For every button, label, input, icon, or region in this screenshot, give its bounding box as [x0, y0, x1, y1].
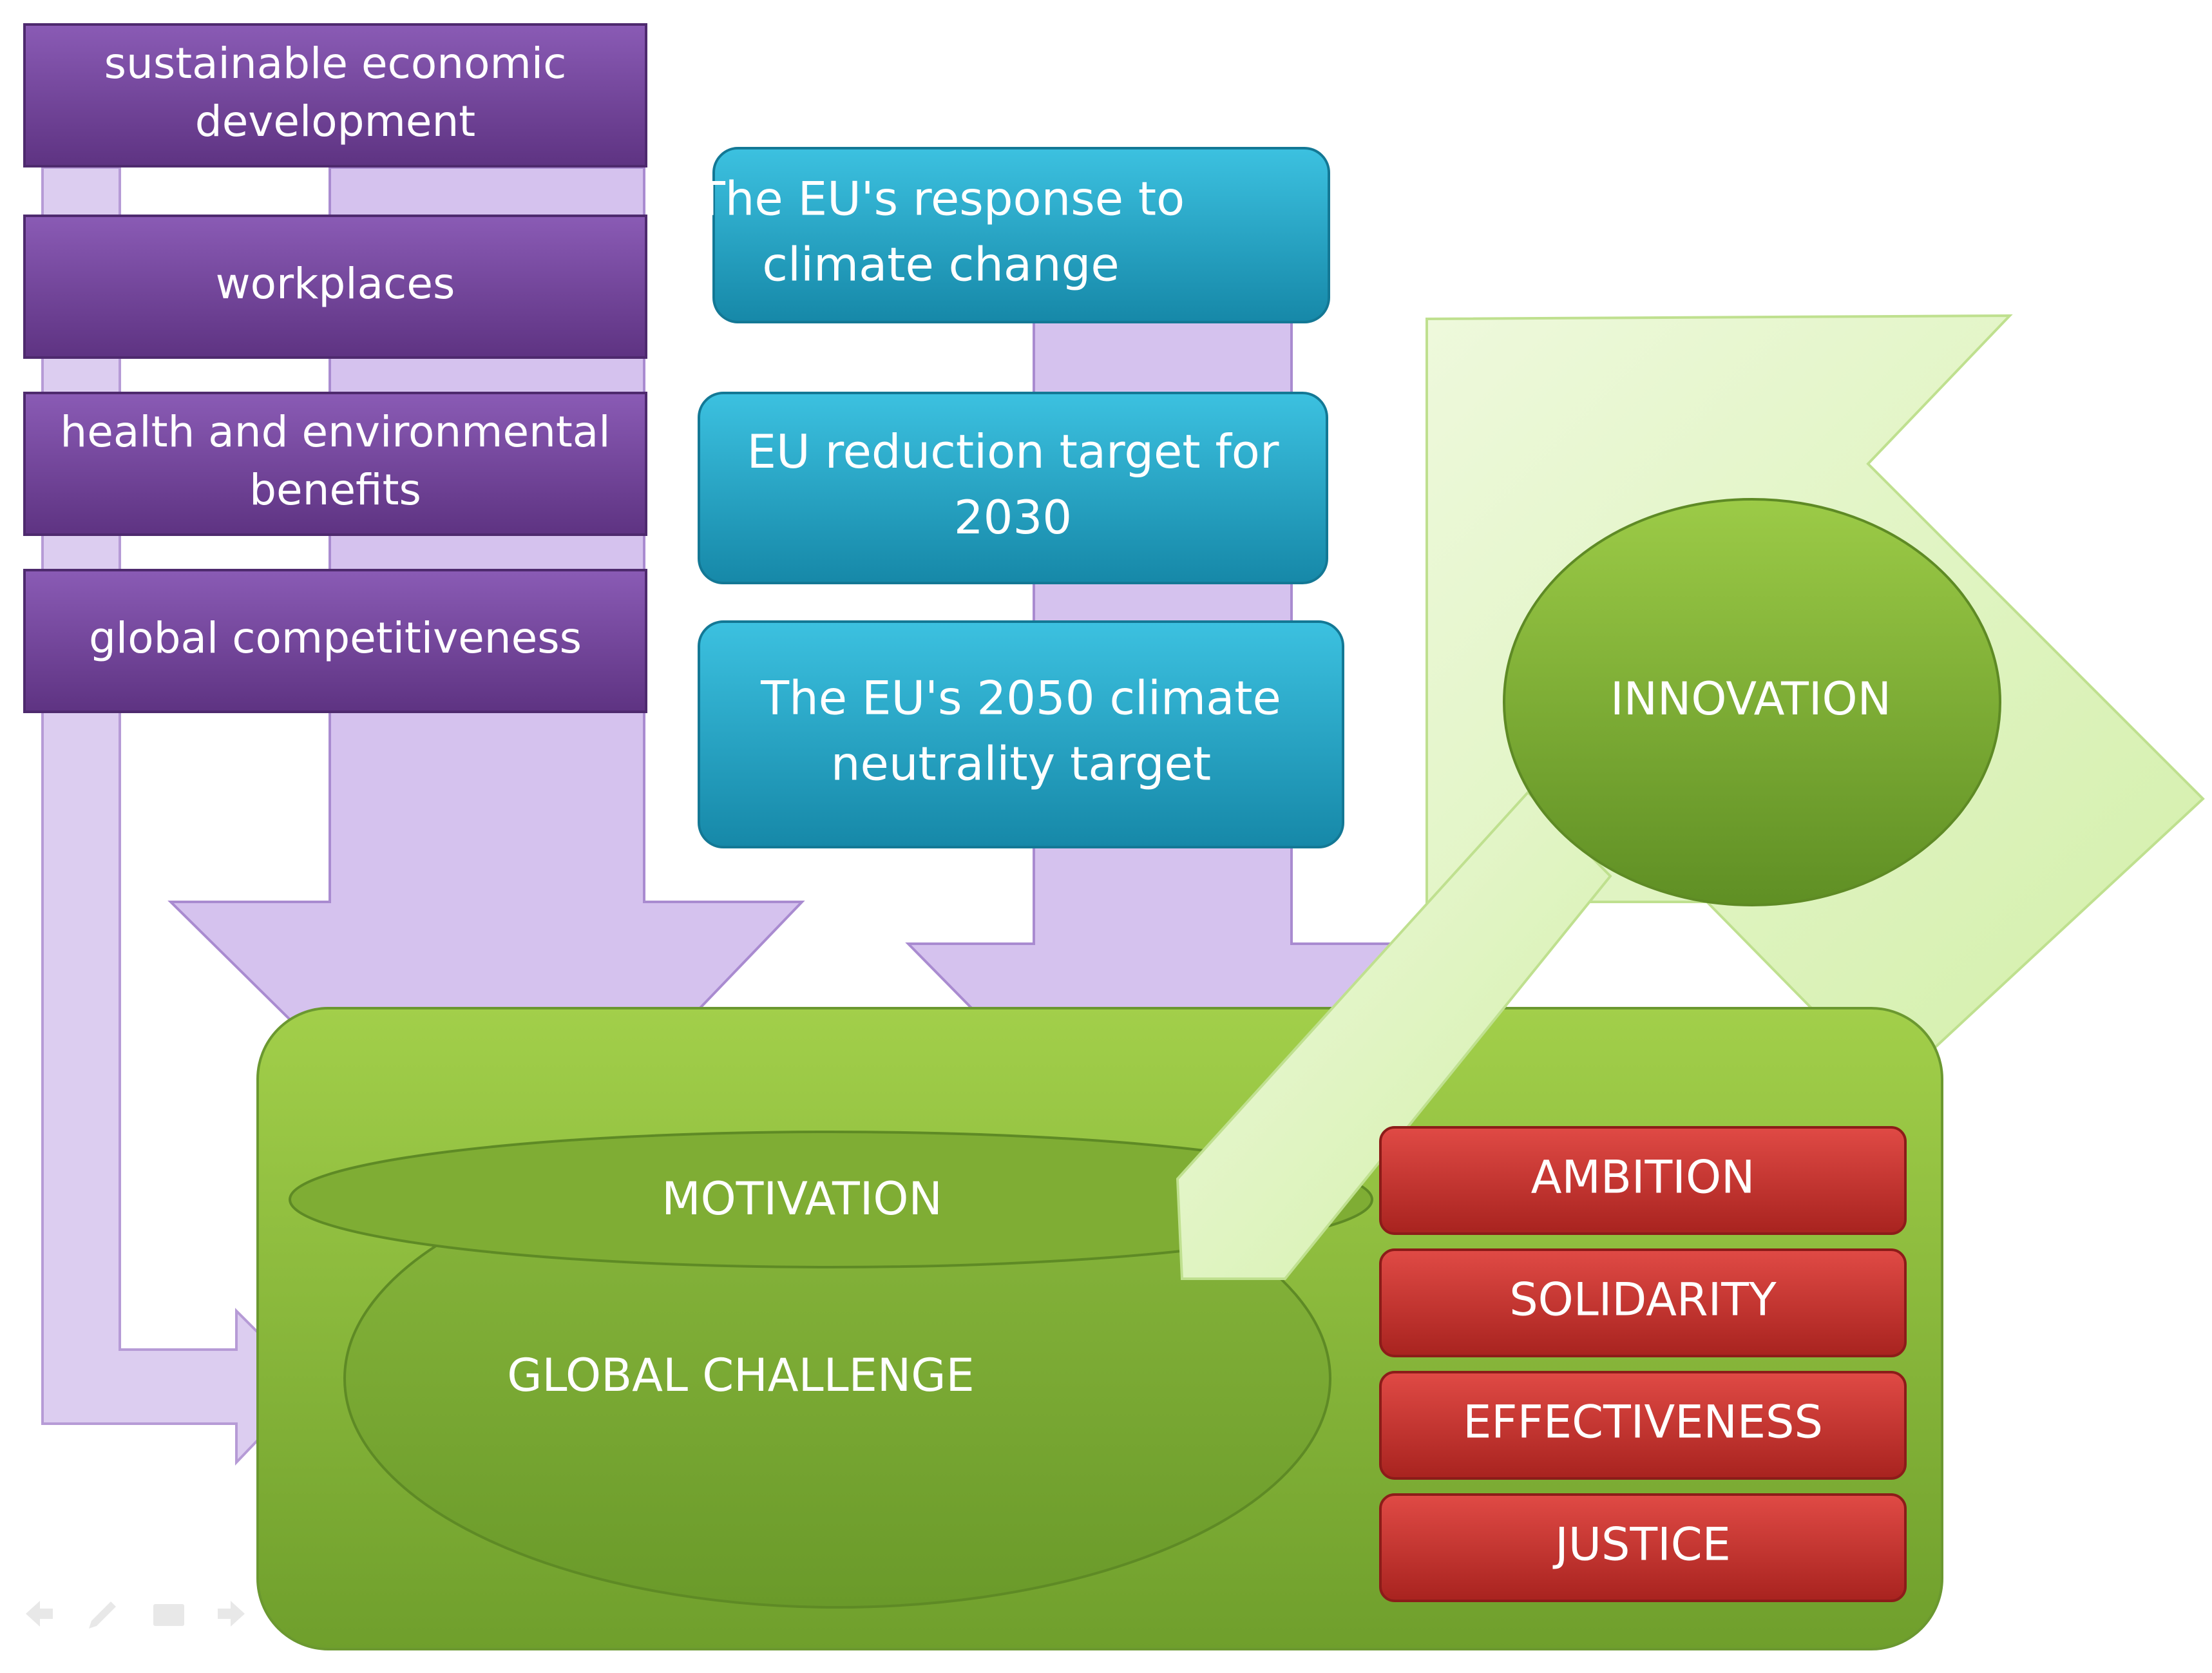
value-box-4: [1379, 1493, 1907, 1602]
center-item-3: The EU's 2050 climate neutrality target: [698, 620, 1344, 848]
value-box-1: [1379, 1126, 1907, 1235]
left-item-3-shape: [23, 392, 647, 536]
value-box-3: [1379, 1371, 1907, 1480]
center-item-1-shape: [712, 147, 1330, 323]
innovation-label: INNOVATION: [1610, 673, 1891, 725]
center-item-1-label-line-2: climate change: [762, 238, 1119, 292]
center-label-stack: The EU's response to climate change EU red…: [696, 147, 1344, 848]
center-item-3-shape: [698, 620, 1344, 848]
center-item-2-label-line-2: 2030: [954, 490, 1072, 544]
center-item-3-label-line-2: neutrality target: [831, 737, 1211, 791]
left-item-3-label-line-1: health and environmental: [60, 407, 610, 457]
center-item-2: EU reduction target for 2030: [698, 392, 1328, 584]
value-label-3: EFFECTIVENESS: [1463, 1396, 1823, 1449]
value-label-4: JUSTICE: [1552, 1518, 1731, 1571]
motivation-label: MOTIVATION: [662, 1172, 942, 1225]
value-justice: JUSTICE: [1379, 1493, 1907, 1602]
value-box-2: [1379, 1248, 1907, 1357]
left-label-stack: sustainable economic development workplace…: [23, 23, 647, 713]
global-challenge-label: GLOBAL CHALLENGE: [507, 1349, 974, 1402]
left-item-3: health and environmental benefits: [23, 392, 647, 536]
motivation-ellipse: [289, 1131, 1373, 1268]
center-item-1: The EU's response to climate change: [696, 147, 1330, 323]
menu-icon[interactable]: [153, 1604, 184, 1626]
center-item-3-label-line-1: The EU's 2050 climate: [760, 671, 1281, 725]
left-item-1: sustainable economic development: [23, 23, 647, 167]
left-item-4-label-line-1: global competitiveness: [89, 613, 582, 663]
left-item-4-shape: [23, 569, 647, 713]
center-item-2-label-line-1: EU reduction target for: [747, 425, 1279, 479]
left-item-1-label-line-2: development: [195, 97, 475, 146]
center-item-2-shape: [698, 392, 1328, 584]
left-item-2-label-line-1: workplaces: [216, 259, 455, 309]
left-item-3-label-line-2: benefits: [249, 465, 421, 515]
left-item-2: workplaces: [23, 215, 647, 359]
value-label-1: AMBITION: [1531, 1151, 1755, 1204]
center-item-1-label-line-1: The EU's response to: [696, 172, 1185, 226]
value-effectiveness: EFFECTIVENESS: [1379, 1371, 1907, 1480]
left-item-1-shape: [23, 23, 647, 167]
pen-icon[interactable]: [89, 1601, 116, 1629]
left-item-2-shape: [23, 215, 647, 359]
next-slide-icon[interactable]: [218, 1601, 245, 1627]
values-stack: AMBITION SOLIDARITY EFFECTIVENESS JUSTICE: [1379, 1126, 1907, 1602]
value-label-2: SOLIDARITY: [1509, 1274, 1777, 1326]
left-item-1-label-line-1: sustainable economic: [104, 39, 567, 88]
value-ambition: AMBITION: [1379, 1126, 1907, 1235]
left-item-4: global competitiveness: [23, 569, 647, 713]
value-solidarity: SOLIDARITY: [1379, 1248, 1907, 1357]
innovation-ellipse: [1503, 498, 2001, 906]
prev-slide-icon[interactable]: [26, 1601, 53, 1627]
presentation-toolbar: [26, 1601, 245, 1629]
